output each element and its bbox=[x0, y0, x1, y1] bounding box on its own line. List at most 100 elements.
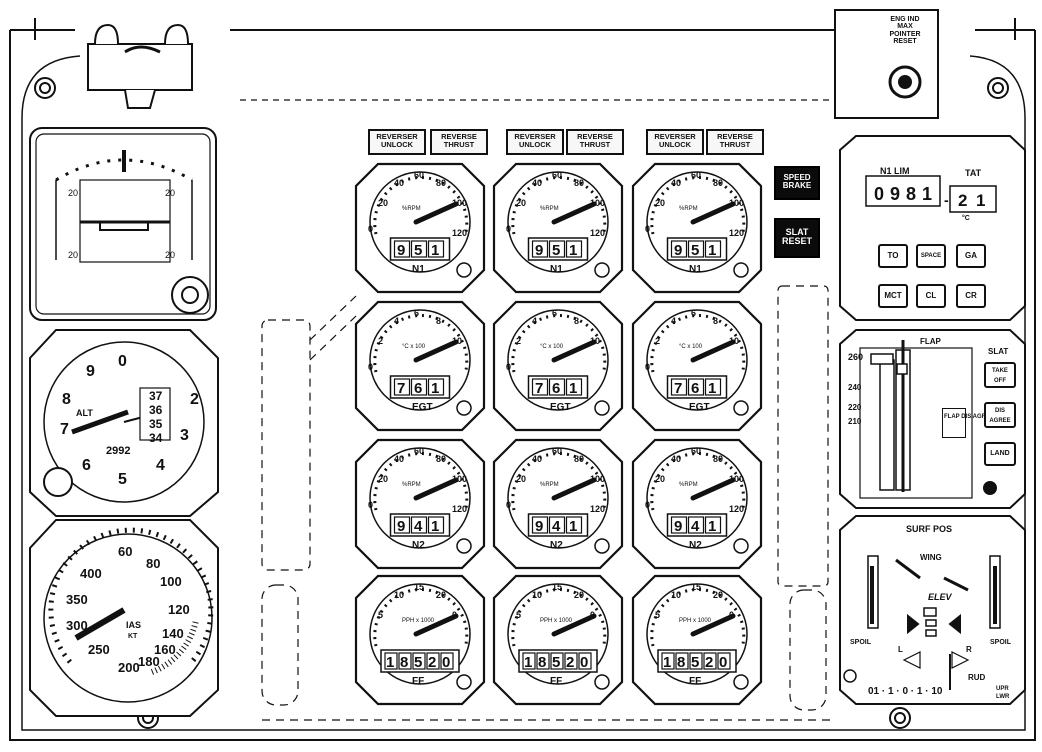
counter-drum bbox=[410, 240, 428, 258]
n1-lim-digit: 1 bbox=[922, 184, 932, 204]
gauge-scale-label: 8 bbox=[574, 316, 579, 326]
speedbrake-line: BRAKE bbox=[782, 181, 812, 191]
gauge-test-button[interactable] bbox=[733, 538, 749, 554]
flap-disagree-button[interactable]: DIS AGREE bbox=[984, 402, 1016, 428]
counter-digit: 5 bbox=[691, 654, 699, 671]
mode-to-button[interactable]: TO bbox=[878, 244, 908, 268]
gauge-test-button[interactable] bbox=[456, 674, 472, 690]
gauge-label: EGT bbox=[689, 402, 710, 413]
gauge-dial bbox=[646, 171, 748, 273]
gauge-unit: %RPM bbox=[540, 206, 559, 212]
gauge-needle bbox=[413, 477, 459, 501]
adi-mark: 20 bbox=[68, 188, 78, 198]
counter-drum bbox=[704, 378, 722, 396]
speed-brake-light[interactable]: SPEED BRAKE bbox=[774, 166, 820, 200]
pointer-reset-button-core bbox=[898, 75, 912, 89]
gauge-test-button[interactable] bbox=[594, 674, 610, 690]
mode-cr-button[interactable]: CR bbox=[956, 284, 986, 308]
counter-drum bbox=[687, 516, 705, 534]
counter-drum bbox=[427, 378, 445, 396]
counter-digit: 0 bbox=[719, 654, 727, 671]
gauge-scale-label: 0 bbox=[590, 610, 595, 620]
adi-mark: 20 bbox=[165, 250, 175, 260]
gauge-test-button[interactable] bbox=[456, 538, 472, 554]
flap-land-button[interactable]: LAND bbox=[984, 442, 1016, 466]
flap-speed: 260 bbox=[848, 352, 863, 362]
gauge-scale-label: 10 bbox=[671, 590, 681, 600]
gauge-scale-label: 20 bbox=[516, 198, 526, 208]
slat-title: SLAT bbox=[988, 347, 1008, 356]
gauge-scale-label: 2 bbox=[655, 336, 660, 346]
gauge-label: N2 bbox=[412, 540, 425, 551]
gauge-scale-label: 6 bbox=[691, 308, 696, 318]
gauge-label: FF bbox=[689, 676, 701, 687]
gauge-scale-label: 20 bbox=[574, 590, 584, 600]
mode-mct-button[interactable]: MCT bbox=[878, 284, 908, 308]
counter-digit: 1 bbox=[569, 242, 577, 259]
gauge-needle bbox=[413, 201, 459, 225]
counter-drum bbox=[703, 652, 717, 670]
counter-drum bbox=[550, 652, 564, 670]
gauge-needle bbox=[551, 613, 597, 637]
gauge-test-button[interactable] bbox=[456, 400, 472, 416]
alt-number-5: 5 bbox=[118, 471, 127, 488]
gauge-unit: PPH x 1000 bbox=[402, 618, 435, 624]
ias-number: 300 bbox=[66, 618, 88, 633]
ias-number: 250 bbox=[88, 642, 110, 657]
counter-drum bbox=[393, 378, 411, 396]
flap-takeoff-button[interactable]: TAKE OFF bbox=[984, 362, 1016, 388]
counter-digit: 1 bbox=[569, 380, 577, 397]
gauge-test-button[interactable] bbox=[594, 262, 610, 278]
gauge-scale-label: 10 bbox=[452, 336, 462, 346]
mode-space-button[interactable]: SPACE bbox=[916, 244, 946, 268]
gauge-scale-label: 80 bbox=[713, 454, 723, 464]
mode-ga-button[interactable]: GA bbox=[956, 244, 986, 268]
counter-digit: 6 bbox=[414, 380, 422, 397]
gauge-test-button[interactable] bbox=[594, 538, 610, 554]
gauge-dial bbox=[646, 583, 748, 685]
counter-digit: 7 bbox=[535, 380, 543, 397]
gauge-scale-label: 5 bbox=[516, 610, 521, 620]
surf-rud-scale: 01 · 1 · 0 · 1 · 10 bbox=[868, 686, 943, 697]
gauge-scale-label: 0 bbox=[368, 362, 373, 372]
ias-number: 180 bbox=[138, 654, 160, 669]
counter-digit: 2 bbox=[566, 654, 574, 671]
counter-drum bbox=[564, 652, 578, 670]
ias-number: 140 bbox=[162, 626, 184, 641]
gauge-test-button[interactable] bbox=[594, 400, 610, 416]
surf-spoil-left: SPOIL bbox=[850, 639, 872, 646]
panel-frame bbox=[9, 18, 1036, 741]
gauge-test-button[interactable] bbox=[733, 262, 749, 278]
gauge-unit: PPH x 1000 bbox=[679, 618, 712, 624]
adi-mark: 20 bbox=[165, 188, 175, 198]
gauge-needle bbox=[551, 201, 597, 225]
annun-line: UNLOCK bbox=[380, 140, 414, 150]
gauge-dial bbox=[507, 447, 609, 549]
gauge-test-button[interactable] bbox=[456, 262, 472, 278]
n1-limit-panel bbox=[839, 135, 1026, 321]
counter-drum bbox=[548, 240, 566, 258]
counter-drum bbox=[661, 652, 675, 670]
n1-lim-digit: 0 bbox=[874, 184, 884, 204]
mode-cl-button[interactable]: CL bbox=[916, 284, 946, 308]
gauge-scale-label: 15 bbox=[691, 582, 701, 592]
counter-digit: 0 bbox=[580, 654, 588, 671]
counter-drum bbox=[427, 240, 445, 258]
gauge-scale-label: 120 bbox=[729, 228, 744, 238]
gauge-test-button[interactable] bbox=[733, 400, 749, 416]
counter-drum bbox=[548, 378, 566, 396]
gauge-scale-label: 0 bbox=[506, 500, 511, 510]
annun-line: THRUST bbox=[579, 140, 611, 150]
gauge-scale-label: 60 bbox=[552, 446, 562, 456]
gauge-test-button[interactable] bbox=[733, 674, 749, 690]
counter-digit: 9 bbox=[674, 518, 682, 535]
annun-line: REVERSER bbox=[514, 132, 556, 141]
slat-reset-button[interactable]: SLAT RESET bbox=[774, 218, 820, 258]
n1-lim-title: N1 LIM bbox=[880, 166, 910, 176]
